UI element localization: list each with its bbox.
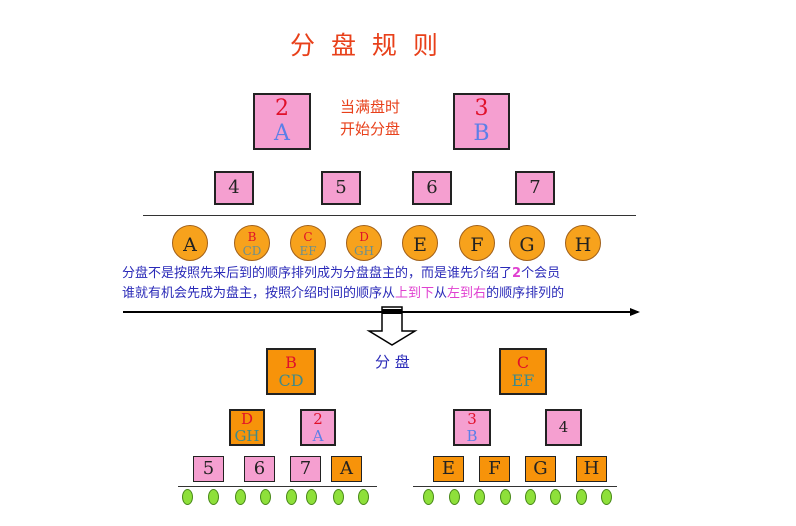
timeline-arrow (123, 306, 640, 346)
leaf-box: G (525, 456, 556, 482)
member-circle: G (509, 225, 545, 261)
box-number: 2 (275, 96, 289, 122)
box-top: D (240, 410, 254, 428)
member-circle: H (565, 225, 601, 261)
note-line: 开始分盘 (340, 120, 401, 138)
row-box: 5 (321, 171, 361, 205)
leaf-box: H (576, 456, 607, 482)
slot-oval (525, 489, 536, 505)
page-title: 分 盘 规 则 (290, 31, 442, 60)
circle-letter: B (247, 230, 257, 244)
circle-letter: C (303, 230, 313, 244)
circle-sub: CD (242, 244, 262, 258)
row-box: 7 (515, 171, 555, 205)
member-circle: F (459, 225, 495, 261)
circle-sub: EF (299, 244, 317, 258)
slot-oval (333, 489, 344, 505)
slot-oval (208, 489, 219, 505)
left-base-line (178, 486, 377, 487)
highlight: 上到下 (395, 286, 435, 301)
slot-oval (423, 489, 434, 505)
box-number: 3 (474, 96, 489, 122)
text: 从 (434, 286, 448, 301)
text: 的顺序排列的 (486, 286, 565, 301)
full-note: 当满盘时开始分盘 (340, 96, 400, 140)
leaf-box: F (479, 456, 510, 482)
highlight-number: 2 (512, 266, 522, 281)
box-letter: A (274, 120, 290, 146)
leaf-box: E (433, 456, 464, 482)
member-circle: E (402, 225, 438, 261)
highlight: 左到右 (447, 286, 487, 301)
tree-node: 4 (545, 409, 582, 446)
leaf-box: A (331, 456, 362, 482)
slot-oval (474, 489, 485, 505)
box-sub: CD (278, 370, 304, 390)
row-box: 4 (214, 171, 254, 205)
right-base-line (413, 486, 617, 487)
circle-sub: GH (353, 244, 375, 258)
box-sub: B (466, 426, 478, 445)
leaf-box: 6 (244, 456, 275, 482)
box-top: B (285, 352, 297, 372)
slot-oval (286, 489, 297, 505)
box-letter: B (473, 120, 490, 146)
slot-oval (182, 489, 193, 505)
down-arrow-icon (366, 306, 418, 346)
slot-oval (260, 489, 271, 505)
explanation-line-2: 谁就有机会先成为盘主，按照介绍时间的顺序从上到下从左到右的顺序排列的 (122, 286, 564, 302)
text: 谁就有机会先成为盘主，按照介绍时间的顺序从 (122, 286, 396, 301)
slot-oval (449, 489, 460, 505)
box-sub: A (312, 426, 324, 445)
box-top: 3 (467, 410, 477, 428)
slot-oval (358, 489, 369, 505)
split-label: 分 盘 (375, 353, 410, 371)
box-top: 4 (558, 418, 569, 437)
row-box: 6 (412, 171, 452, 205)
slot-oval (306, 489, 317, 505)
slot-oval (576, 489, 587, 505)
explanation-line-1: 分盘不是按照先来后到的顺序排列成为分盘盘主的，而是谁先介绍了2个会员 (122, 266, 560, 282)
box-sub: EF (511, 370, 535, 390)
leaf-box: 7 (290, 456, 321, 482)
note-line: 当满盘时 (340, 98, 401, 116)
member-circle: A (172, 225, 208, 261)
text: 个会员 (521, 266, 561, 281)
slot-oval (235, 489, 246, 505)
text: 分盘不是按照先来后到的顺序排列成为分盘盘主的，而是谁先介绍了 (122, 266, 513, 281)
leaf-box: 5 (193, 456, 224, 482)
slot-oval (500, 489, 511, 505)
divider-line (143, 215, 636, 216)
box-top: C (516, 352, 530, 372)
slot-oval (601, 489, 612, 505)
slot-oval (550, 489, 561, 505)
box-top: 2 (313, 410, 323, 428)
circle-letter: D (359, 230, 369, 244)
box-sub: GH (234, 426, 260, 445)
